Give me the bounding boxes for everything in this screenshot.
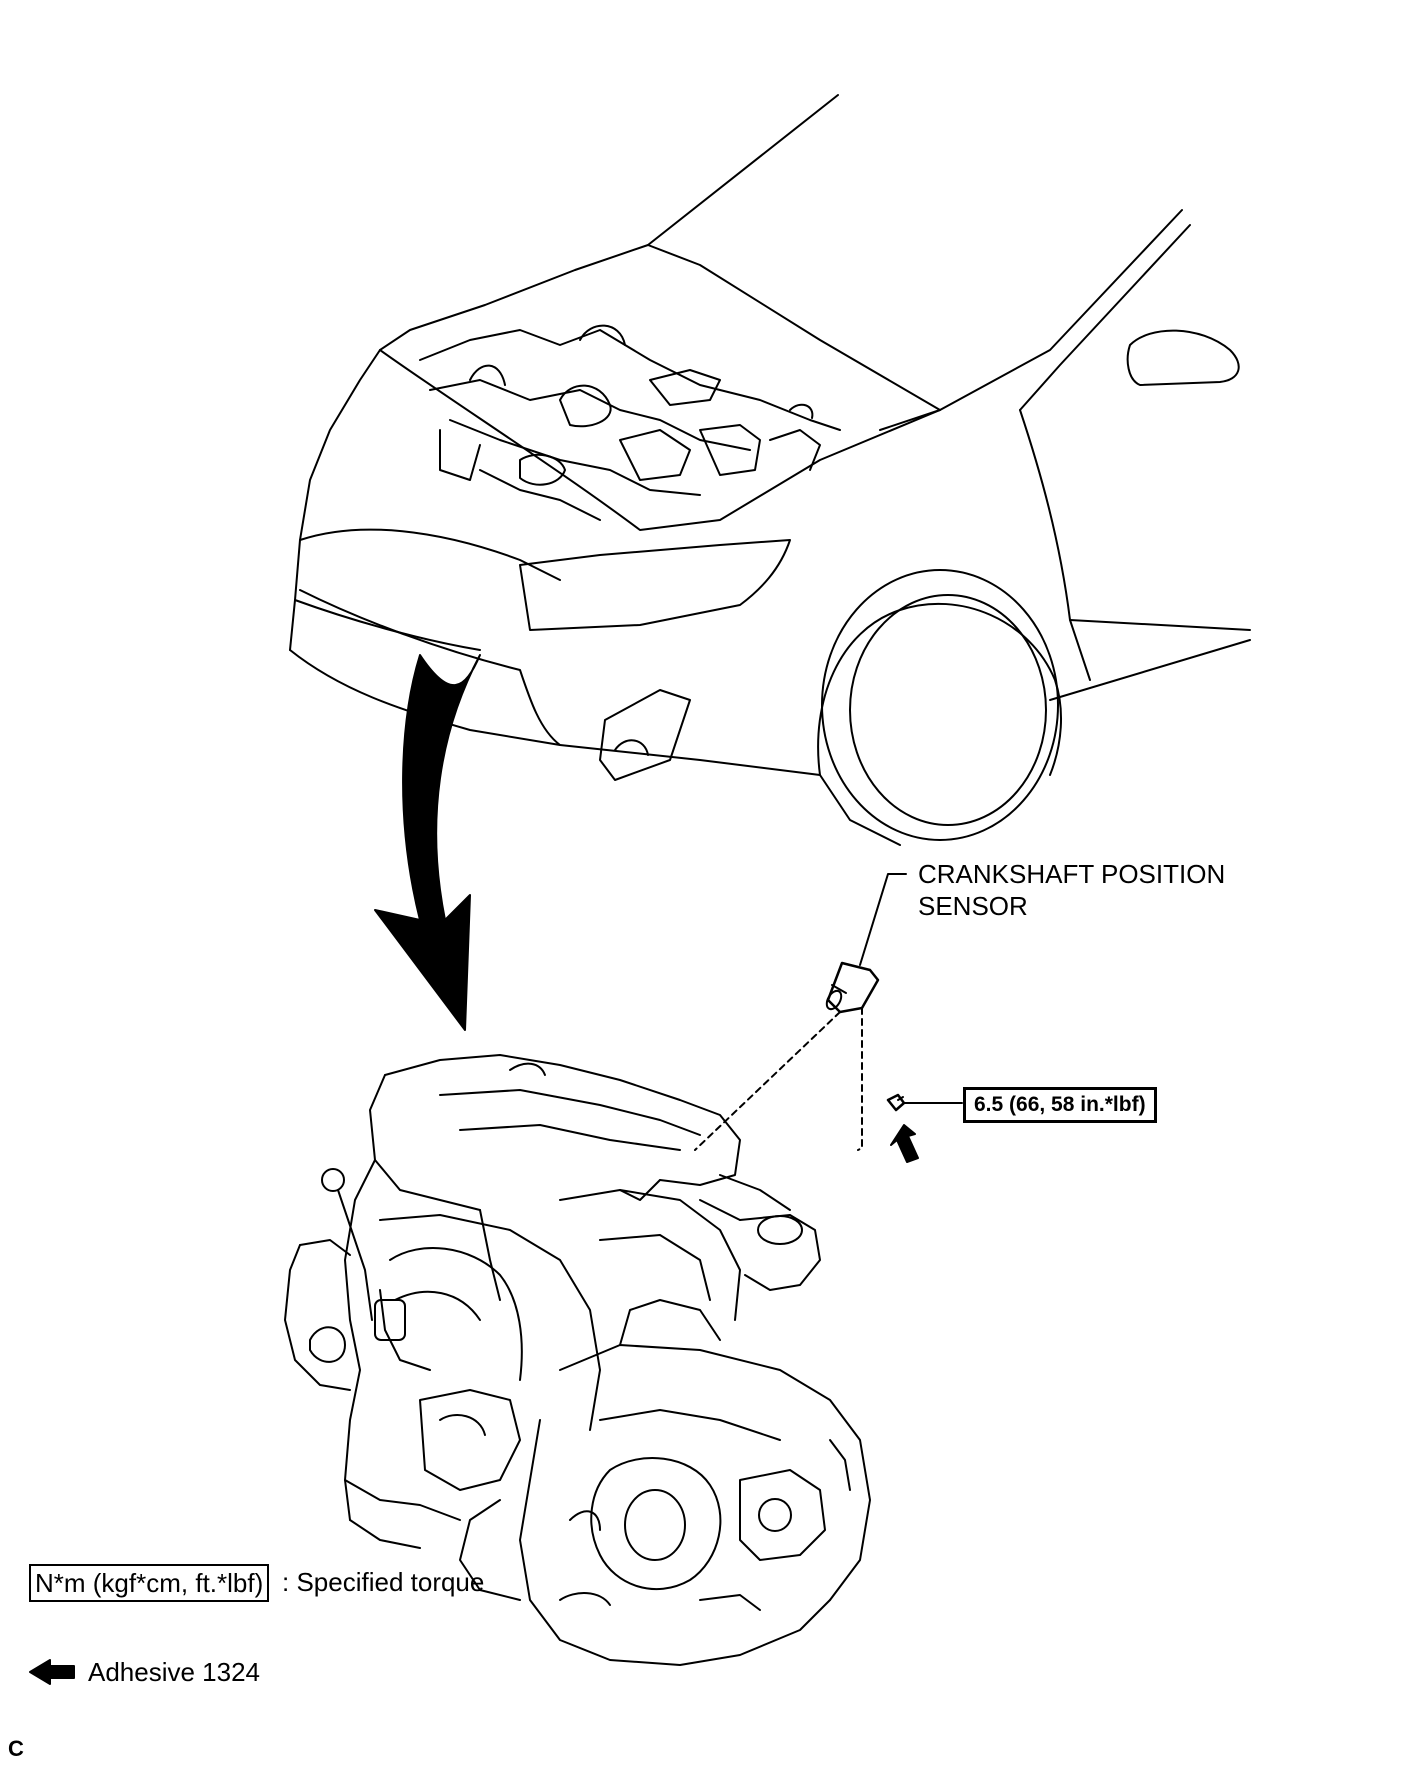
torque-legend-description: : Specified torque — [282, 1567, 485, 1597]
vehicle-front-drawing — [289, 94, 1251, 846]
sensor-label-line1: CRANKSHAFT POSITION — [918, 859, 1226, 889]
sensor-label-line2: SENSOR — [918, 891, 1028, 921]
view-direction-arrow-icon — [374, 654, 481, 1031]
adhesive-arrow-icon — [29, 1659, 75, 1685]
torque-spec-box: 6.5 (66, 58 in.*lbf) — [963, 1087, 1157, 1123]
figure-code: C — [8, 1736, 24, 1761]
sensor-assembly — [694, 873, 963, 1151]
adhesive-arrow-icon — [890, 1124, 919, 1163]
engine-transaxle-drawing — [284, 1054, 871, 1666]
torque-unit-legend-box: N*m (kgf*cm, ft.*lbf) — [29, 1564, 270, 1602]
adhesive-legend-label: Adhesive 1324 — [88, 1657, 261, 1687]
